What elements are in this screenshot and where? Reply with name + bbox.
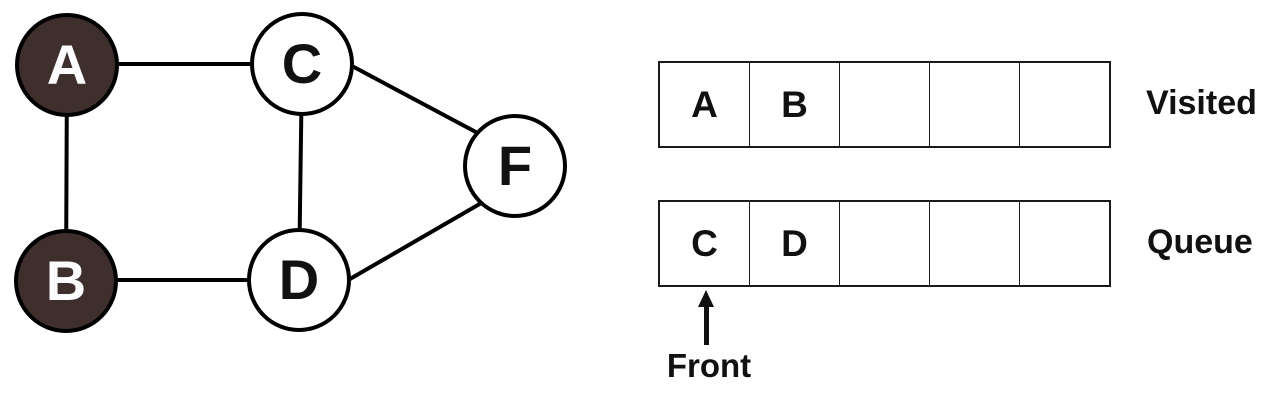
graph-node-F: F (463, 114, 567, 218)
visited-cell-0: A (660, 63, 750, 146)
graph-node-B: B (14, 229, 118, 333)
graph-node-D: D (247, 228, 351, 332)
queue-cell-3 (930, 202, 1020, 285)
graph-node-C: C (250, 12, 354, 116)
queue-cell-4 (1020, 202, 1109, 285)
node-label-A: A (46, 33, 88, 96)
front-pointer-label: Front (666, 347, 752, 384)
node-label-F: F (497, 134, 533, 197)
visited-array-label: Visited (1146, 84, 1257, 122)
graph-node-A: A (15, 13, 119, 117)
edge-D-F (348, 196, 492, 281)
queue-cell-0: C (660, 202, 750, 285)
front-arrow-icon (698, 290, 714, 307)
queue-cell-1: D (750, 202, 840, 285)
queue-array-label: Queue (1147, 223, 1253, 261)
queue-cell-2 (840, 202, 930, 285)
visited-cell-4 (1020, 63, 1109, 146)
node-label-C: C (281, 32, 323, 95)
visited-array: A B (658, 61, 1111, 148)
visited-cell-2 (840, 63, 930, 146)
visited-cell-3 (930, 63, 1020, 146)
node-label-D: D (278, 248, 320, 311)
queue-array: C D (658, 200, 1111, 287)
edge-C-F (351, 64, 488, 140)
front-arrow-shaft (704, 305, 709, 345)
node-label-B: B (45, 249, 87, 312)
visited-cell-1: B (750, 63, 840, 146)
